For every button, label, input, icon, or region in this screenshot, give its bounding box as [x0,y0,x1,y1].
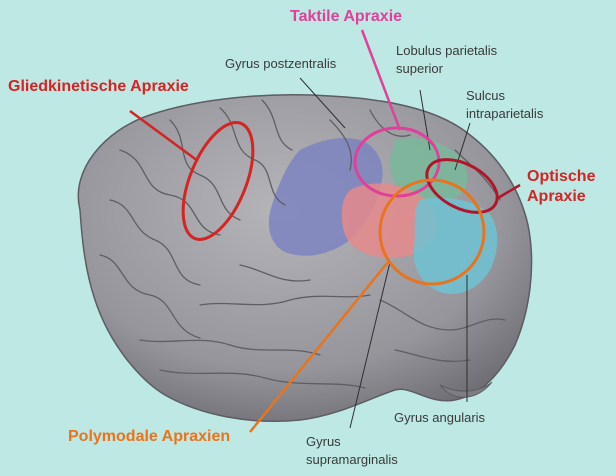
gyrus-angularis-label: Gyrus angularis [394,410,485,425]
gyrus-supramarginalis-label-1: Gyrus [306,434,341,449]
taktile-apraxie-label: Taktile Apraxie [290,7,402,26]
gyrus-supramarginalis-label-2: supramarginalis [306,452,398,467]
sulcus-label-2: intraparietalis [466,106,543,121]
optische-apraxie-label-1: Optische [527,167,595,186]
lobulus-parietalis-label-2: superior [396,61,443,76]
gyrus-postzentralis-label: Gyrus postzentralis [225,56,336,71]
sulcus-label-1: Sulcus [466,88,505,103]
polymodale-apraxien-label: Polymodale Apraxien [68,427,230,446]
lobulus-parietalis-label-1: Lobulus parietalis [396,43,497,58]
optische-apraxie-label-2: Apraxie [527,187,586,206]
gliedkinetische-apraxie-label: Gliedkinetische Apraxie [8,77,189,96]
